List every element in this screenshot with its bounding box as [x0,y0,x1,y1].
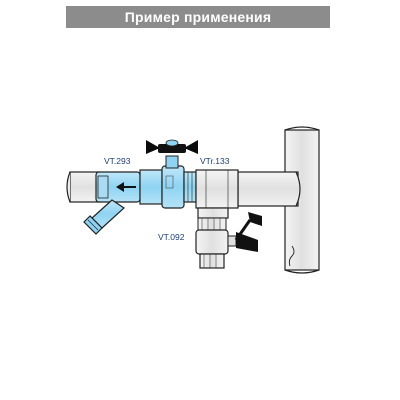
y-strainer [83,171,141,235]
ball-valve-main [139,155,197,209]
label-vt293: VT.293 [104,156,131,166]
butterfly-handle-icon [146,139,198,154]
label-vtr133: VTr.133 [200,156,230,166]
header-bar: Пример применения [66,6,330,28]
page-title: Пример применения [124,9,272,25]
horizontal-pipe-right [237,171,301,207]
ball-valve-branch [195,212,262,269]
label-vt092: VT.092 [158,232,185,242]
horizontal-pipe-left [66,171,101,203]
tee-fitting [195,169,239,219]
flow-direction-arrow-icon [116,182,136,192]
